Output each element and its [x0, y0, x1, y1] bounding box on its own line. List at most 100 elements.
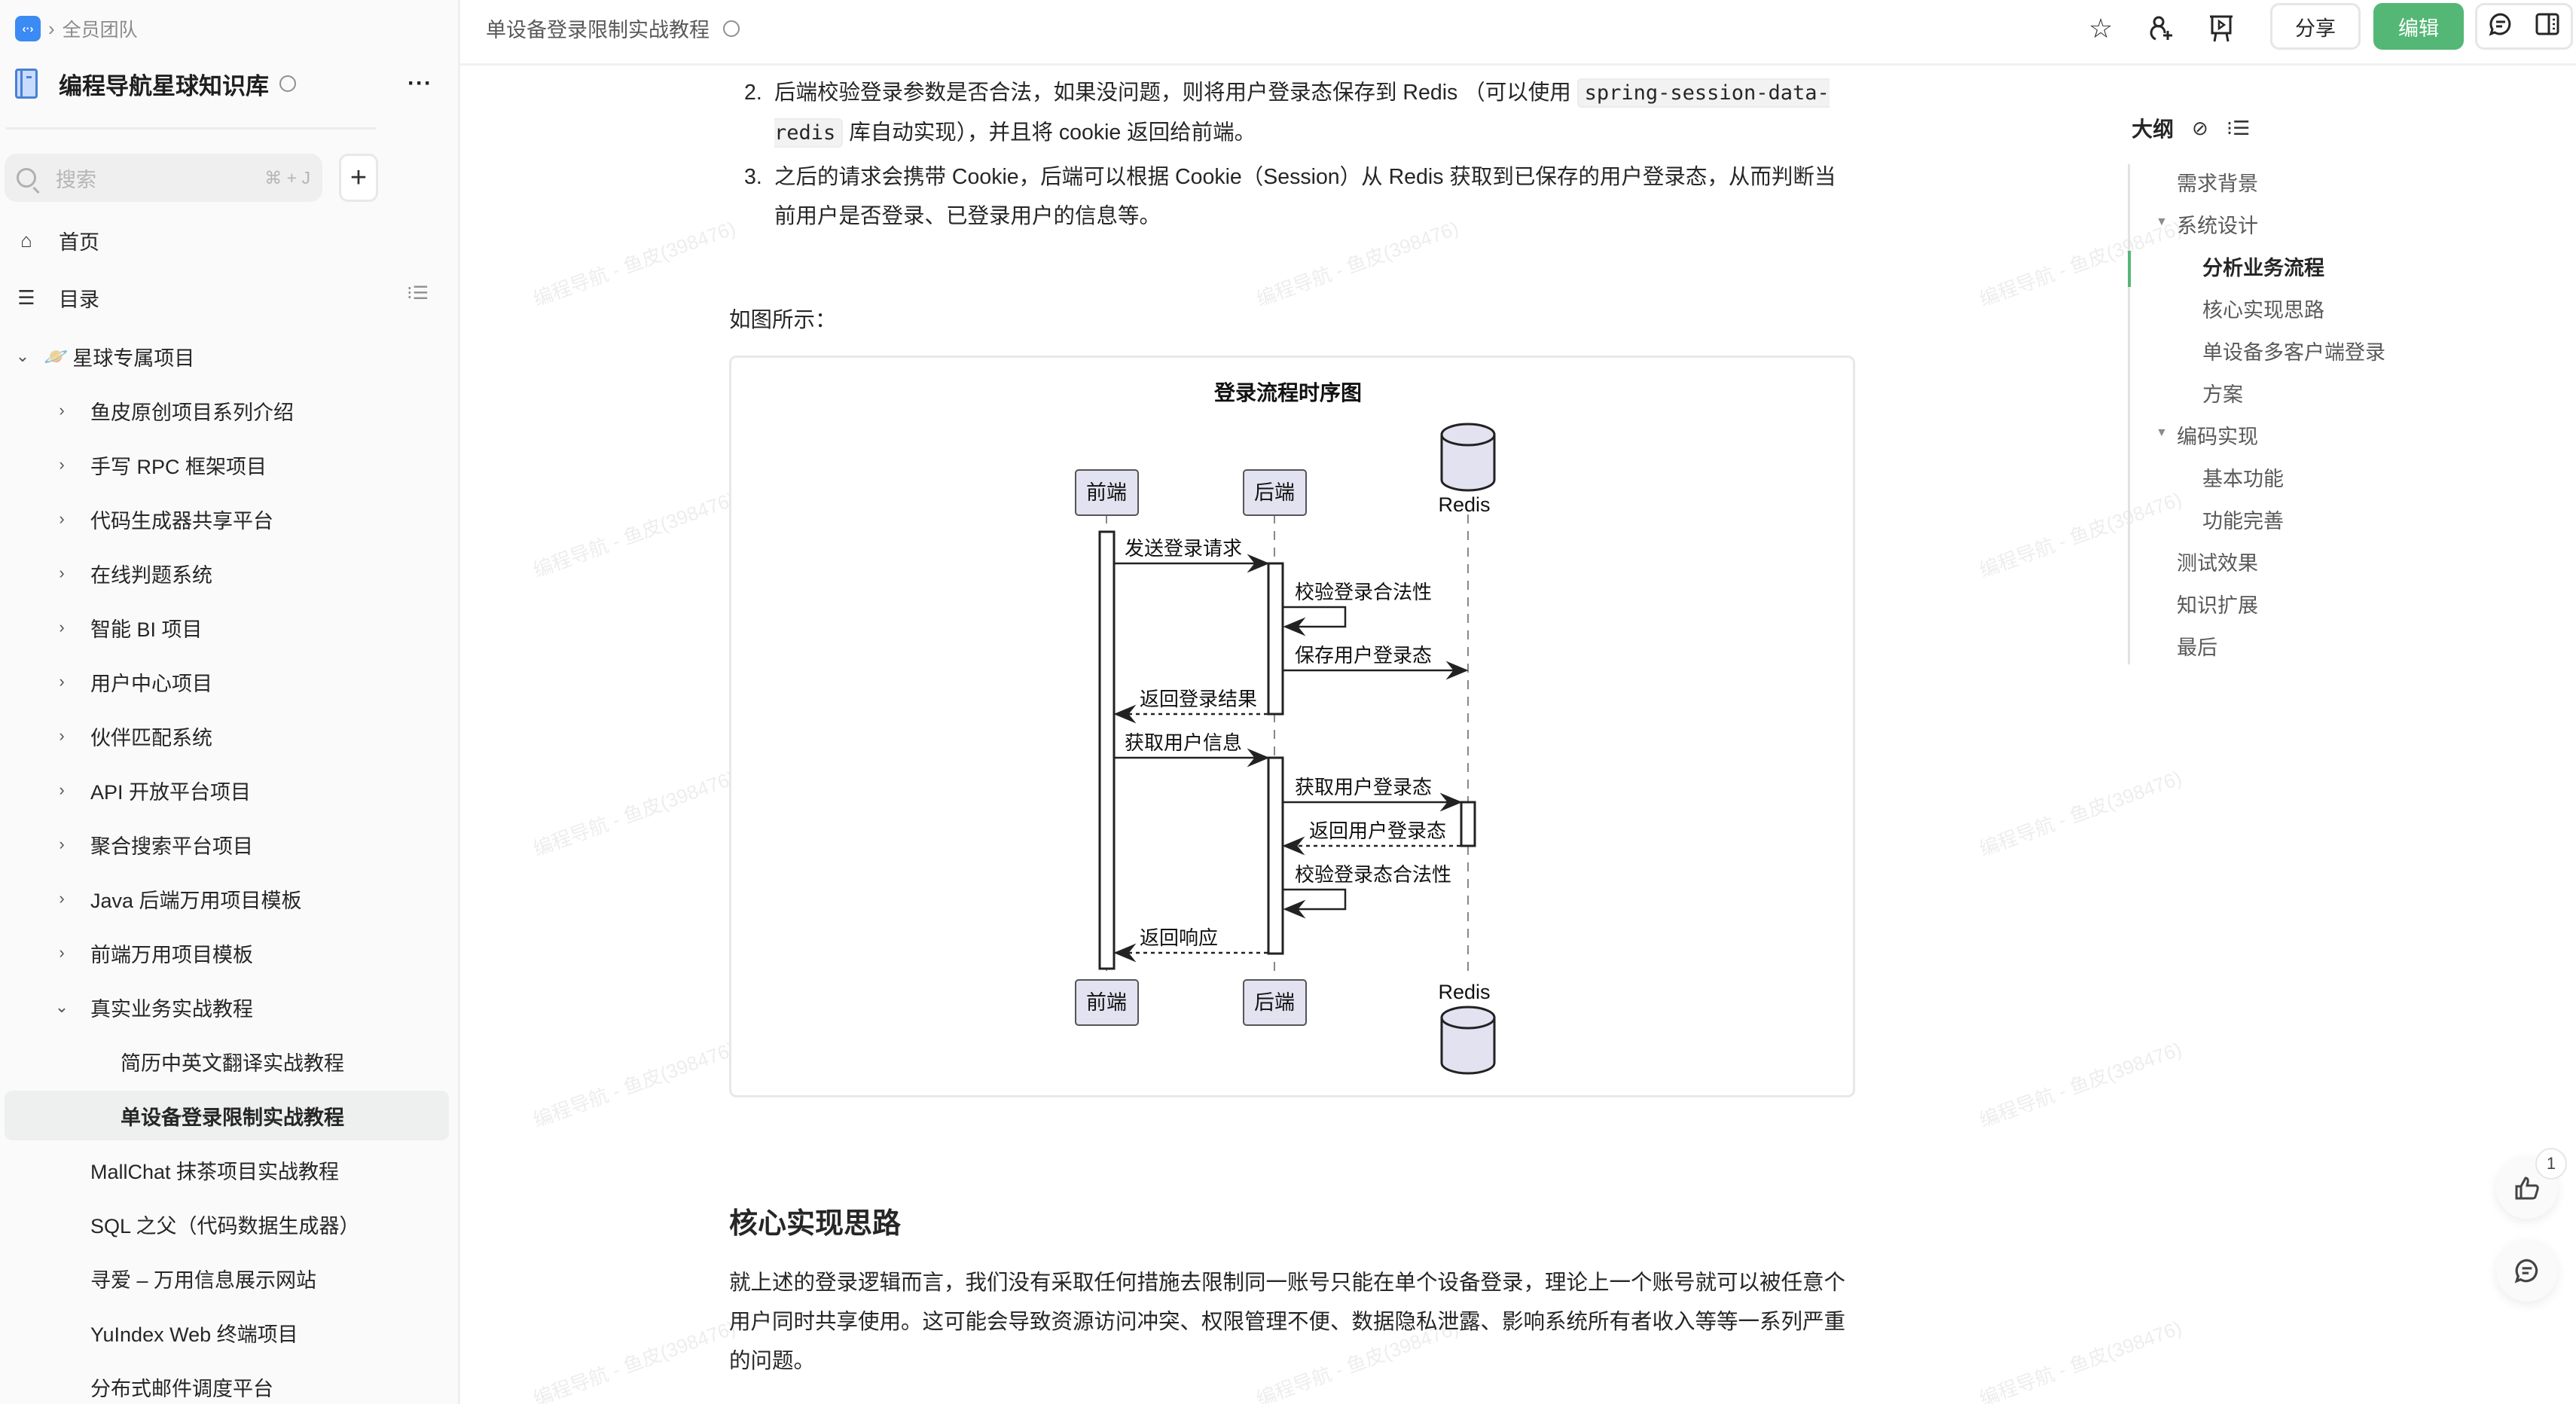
- collapse-all-icon[interactable]: ⁝☰: [407, 283, 429, 304]
- search-input[interactable]: 搜索 ⌘ + J: [5, 154, 322, 202]
- tree-item[interactable]: 分布式邮件调度平台: [54, 1365, 273, 1404]
- outline-level-icon[interactable]: ⁝☰: [2226, 116, 2251, 139]
- tree-item-label: MallChat 抹茶项目实战教程: [90, 1160, 340, 1183]
- svg-text:返回用户登录态: 返回用户登录态: [1309, 820, 1446, 842]
- user-plus-svg: [2150, 16, 2172, 41]
- tree-item[interactable]: › 手写 RPC 框架项目: [54, 443, 267, 487]
- document-title-text: 单设备登录限制实战教程: [486, 19, 710, 41]
- hide-outline-icon[interactable]: ⊘: [2192, 116, 2208, 139]
- list-number: 3.: [744, 165, 762, 189]
- caret-down-icon[interactable]: ▼: [2156, 426, 2168, 439]
- tree-item[interactable]: › 智能 BI 项目: [54, 606, 203, 649]
- tree-item-active[interactable]: 单设备登录限制实战教程: [5, 1091, 449, 1140]
- divider: [6, 127, 376, 130]
- chevron-right-icon[interactable]: ›: [59, 889, 65, 908]
- presentation-icon[interactable]: [2203, 11, 2239, 47]
- tree-item[interactable]: ›在线判题系统: [54, 551, 212, 595]
- chevron-right-icon[interactable]: ›: [59, 618, 65, 636]
- chevron-right-icon[interactable]: ›: [59, 563, 65, 582]
- sidebar-toggle-icon[interactable]: [2535, 13, 2559, 41]
- chevron-right-icon[interactable]: ›: [59, 509, 65, 528]
- tree-item[interactable]: ›Java 后端万用项目模板: [54, 877, 301, 920]
- outline-item[interactable]: ▼ 编码实现: [2156, 426, 2258, 448]
- more-options-button[interactable]: ···: [407, 71, 432, 96]
- outline-item[interactable]: 知识扩展: [2177, 594, 2258, 617]
- tree-item[interactable]: MallChat 抹茶项目实战教程: [54, 1148, 339, 1192]
- breadcrumb-team-link[interactable]: 全员团队: [62, 20, 138, 41]
- outline-item[interactable]: 测试效果: [2177, 552, 2258, 575]
- outline-item[interactable]: 功能完善: [2202, 510, 2284, 533]
- globe-icon: [279, 75, 296, 92]
- tree-item[interactable]: ›前端万用项目模板: [54, 931, 253, 975]
- view-toggle-group: [2475, 3, 2573, 50]
- outline-item[interactable]: 方案: [2202, 383, 2243, 406]
- tree-item[interactable]: ›API 开放平台项目: [54, 768, 251, 812]
- chevron-down-icon[interactable]: ⌄: [54, 997, 69, 1016]
- list-item: 2. 后端校验登录参数是否合法，如果没问题，则将用户登录态保存到 Redis （…: [729, 73, 1855, 156]
- svg-text:Redis: Redis: [1438, 493, 1490, 516]
- presentation-svg: [2210, 15, 2233, 42]
- tree-item[interactable]: ›鱼皮原创项目系列介绍: [54, 389, 294, 432]
- svg-text:校验登录态合法性: 校验登录态合法性: [1295, 863, 1451, 886]
- outline-active-indicator: [2128, 251, 2131, 287]
- star-icon[interactable]: ☆: [2088, 13, 2114, 44]
- tree-item[interactable]: 寻爱 – 万用信息展示网站: [54, 1256, 316, 1300]
- comment-button[interactable]: [2496, 1240, 2558, 1302]
- outline-item-active[interactable]: 分析业务流程: [2202, 257, 2324, 279]
- chevron-right-icon[interactable]: ›: [59, 780, 65, 799]
- sidebar-item-home[interactable]: ⌂ 首页: [15, 221, 99, 259]
- tree-item-label: 智能 BI 项目: [90, 618, 203, 641]
- share-button[interactable]: 分享: [2270, 3, 2361, 50]
- tree-item-label: 真实业务实战教程: [90, 997, 253, 1021]
- tree-item[interactable]: SQL 之父（代码数据生成器）: [54, 1202, 360, 1246]
- svg-text:返回登录结果: 返回登录结果: [1140, 688, 1257, 710]
- list-number: 2.: [744, 81, 762, 105]
- tree-item[interactable]: › 聚合搜索平台项目: [54, 823, 253, 866]
- list-item-text: 后端校验登录参数是否合法，如果没问题，则将用户登录态保存到 Redis （可以使…: [774, 73, 1844, 153]
- tree-item[interactable]: 简历中英文翻译实战教程: [54, 1039, 344, 1083]
- tree-item[interactable]: ›代码生成器共享平台: [54, 497, 273, 541]
- section-heading[interactable]: 核心实现思路: [729, 1208, 902, 1240]
- diagram-title: 登录流程时序图: [1213, 380, 1362, 404]
- tree-item-label: 手写 RPC 框架项目: [90, 455, 267, 478]
- sidebar-item-toc[interactable]: ☰ 目录: [15, 279, 99, 316]
- watermark: 编程导航 - 鱼皮(398476): [1976, 1037, 2185, 1132]
- chevron-right-icon[interactable]: ›: [59, 835, 65, 853]
- svg-text:Redis: Redis: [1438, 981, 1490, 1003]
- add-button[interactable]: +: [339, 154, 378, 202]
- chevron-right-icon[interactable]: ›: [59, 401, 65, 420]
- tree-item[interactable]: ⌄ 真实业务实战教程: [54, 985, 253, 1029]
- tree-item-label: 聚合搜索平台项目: [90, 835, 253, 858]
- tree-item-label: 简历中英文翻译实战教程: [121, 1051, 344, 1075]
- watermark: 编程导航 - 鱼皮(398476): [530, 1316, 739, 1404]
- outline-item[interactable]: 需求背景: [2177, 172, 2258, 195]
- chevron-right-icon[interactable]: ›: [59, 726, 65, 745]
- tree-item[interactable]: YuIndex Web 终端项目: [54, 1311, 298, 1354]
- outline-item[interactable]: 核心实现思路: [2202, 299, 2324, 322]
- add-collaborator-icon[interactable]: [2143, 11, 2179, 47]
- comment-icon: [2514, 1259, 2538, 1283]
- outline-item[interactable]: 最后: [2177, 636, 2217, 659]
- tree-item-label: 单设备登录限制实战教程: [121, 1106, 344, 1129]
- outline-item[interactable]: ▼ 系统设计: [2156, 215, 2258, 237]
- outline-item[interactable]: 单设备多客户端登录: [2202, 341, 2385, 364]
- knowledge-base-title[interactable]: 编程导航星球知识库: [59, 72, 269, 99]
- chevron-down-icon[interactable]: ⌄: [15, 346, 30, 365]
- comment-icon[interactable]: [2489, 12, 2513, 41]
- watermark: 编程导航 - 鱼皮(398476): [530, 487, 739, 582]
- sequence-diagram[interactable]: 登录流程时序图 前端 后端 Redis 发送登录请求 校验登录合法性 保存用户登…: [729, 356, 1855, 1097]
- tree-item-label: 伙伴匹配系统: [90, 726, 212, 749]
- thumbs-up-icon: [2515, 1177, 2539, 1200]
- caret-down-icon[interactable]: ▼: [2156, 215, 2168, 228]
- svg-text:后端: 后端: [1254, 481, 1295, 504]
- tree-item[interactable]: › 伙伴匹配系统: [54, 714, 212, 758]
- outline-item[interactable]: 基本功能: [2202, 468, 2284, 490]
- edit-button[interactable]: 编辑: [2373, 3, 2464, 50]
- tree-item[interactable]: ›用户中心项目: [54, 660, 212, 704]
- chevron-right-icon[interactable]: ›: [59, 672, 65, 691]
- tree-item-planet-projects[interactable]: ⌄ 🪐 星球专属项目: [15, 334, 195, 378]
- chevron-right-icon[interactable]: ›: [59, 455, 65, 474]
- toc-icon: ☰: [17, 285, 35, 309]
- team-logo-icon[interactable]: ‹·›: [15, 16, 41, 41]
- chevron-right-icon[interactable]: ›: [59, 943, 65, 962]
